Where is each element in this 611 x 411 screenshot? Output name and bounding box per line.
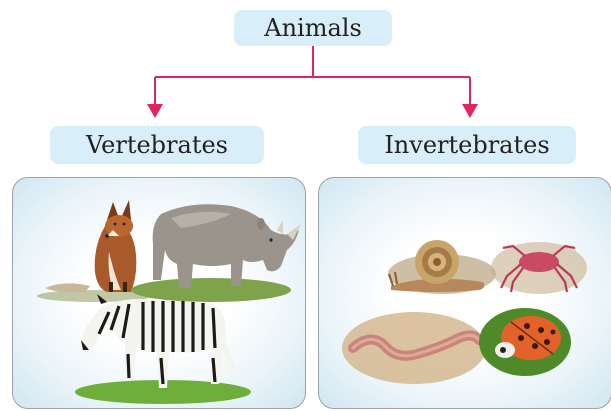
ladybird-image xyxy=(477,302,573,378)
root-node: Animals xyxy=(234,10,392,46)
root-label: Animals xyxy=(264,14,362,42)
arrow-head-left xyxy=(147,104,163,118)
snail-image xyxy=(387,234,497,296)
vertebrates-image-panel xyxy=(12,177,306,409)
arrow-head-right xyxy=(462,104,478,118)
earthworm-image xyxy=(341,308,487,386)
invertebrates-image-panel xyxy=(318,177,611,409)
invertebrates-node: Invertebrates xyxy=(358,126,576,164)
crab-image xyxy=(489,236,589,296)
zebra-image xyxy=(73,288,253,406)
vertebrates-label: Vertebrates xyxy=(86,131,228,159)
invertebrates-label: Invertebrates xyxy=(384,131,549,159)
vertebrates-node: Vertebrates xyxy=(50,126,264,164)
